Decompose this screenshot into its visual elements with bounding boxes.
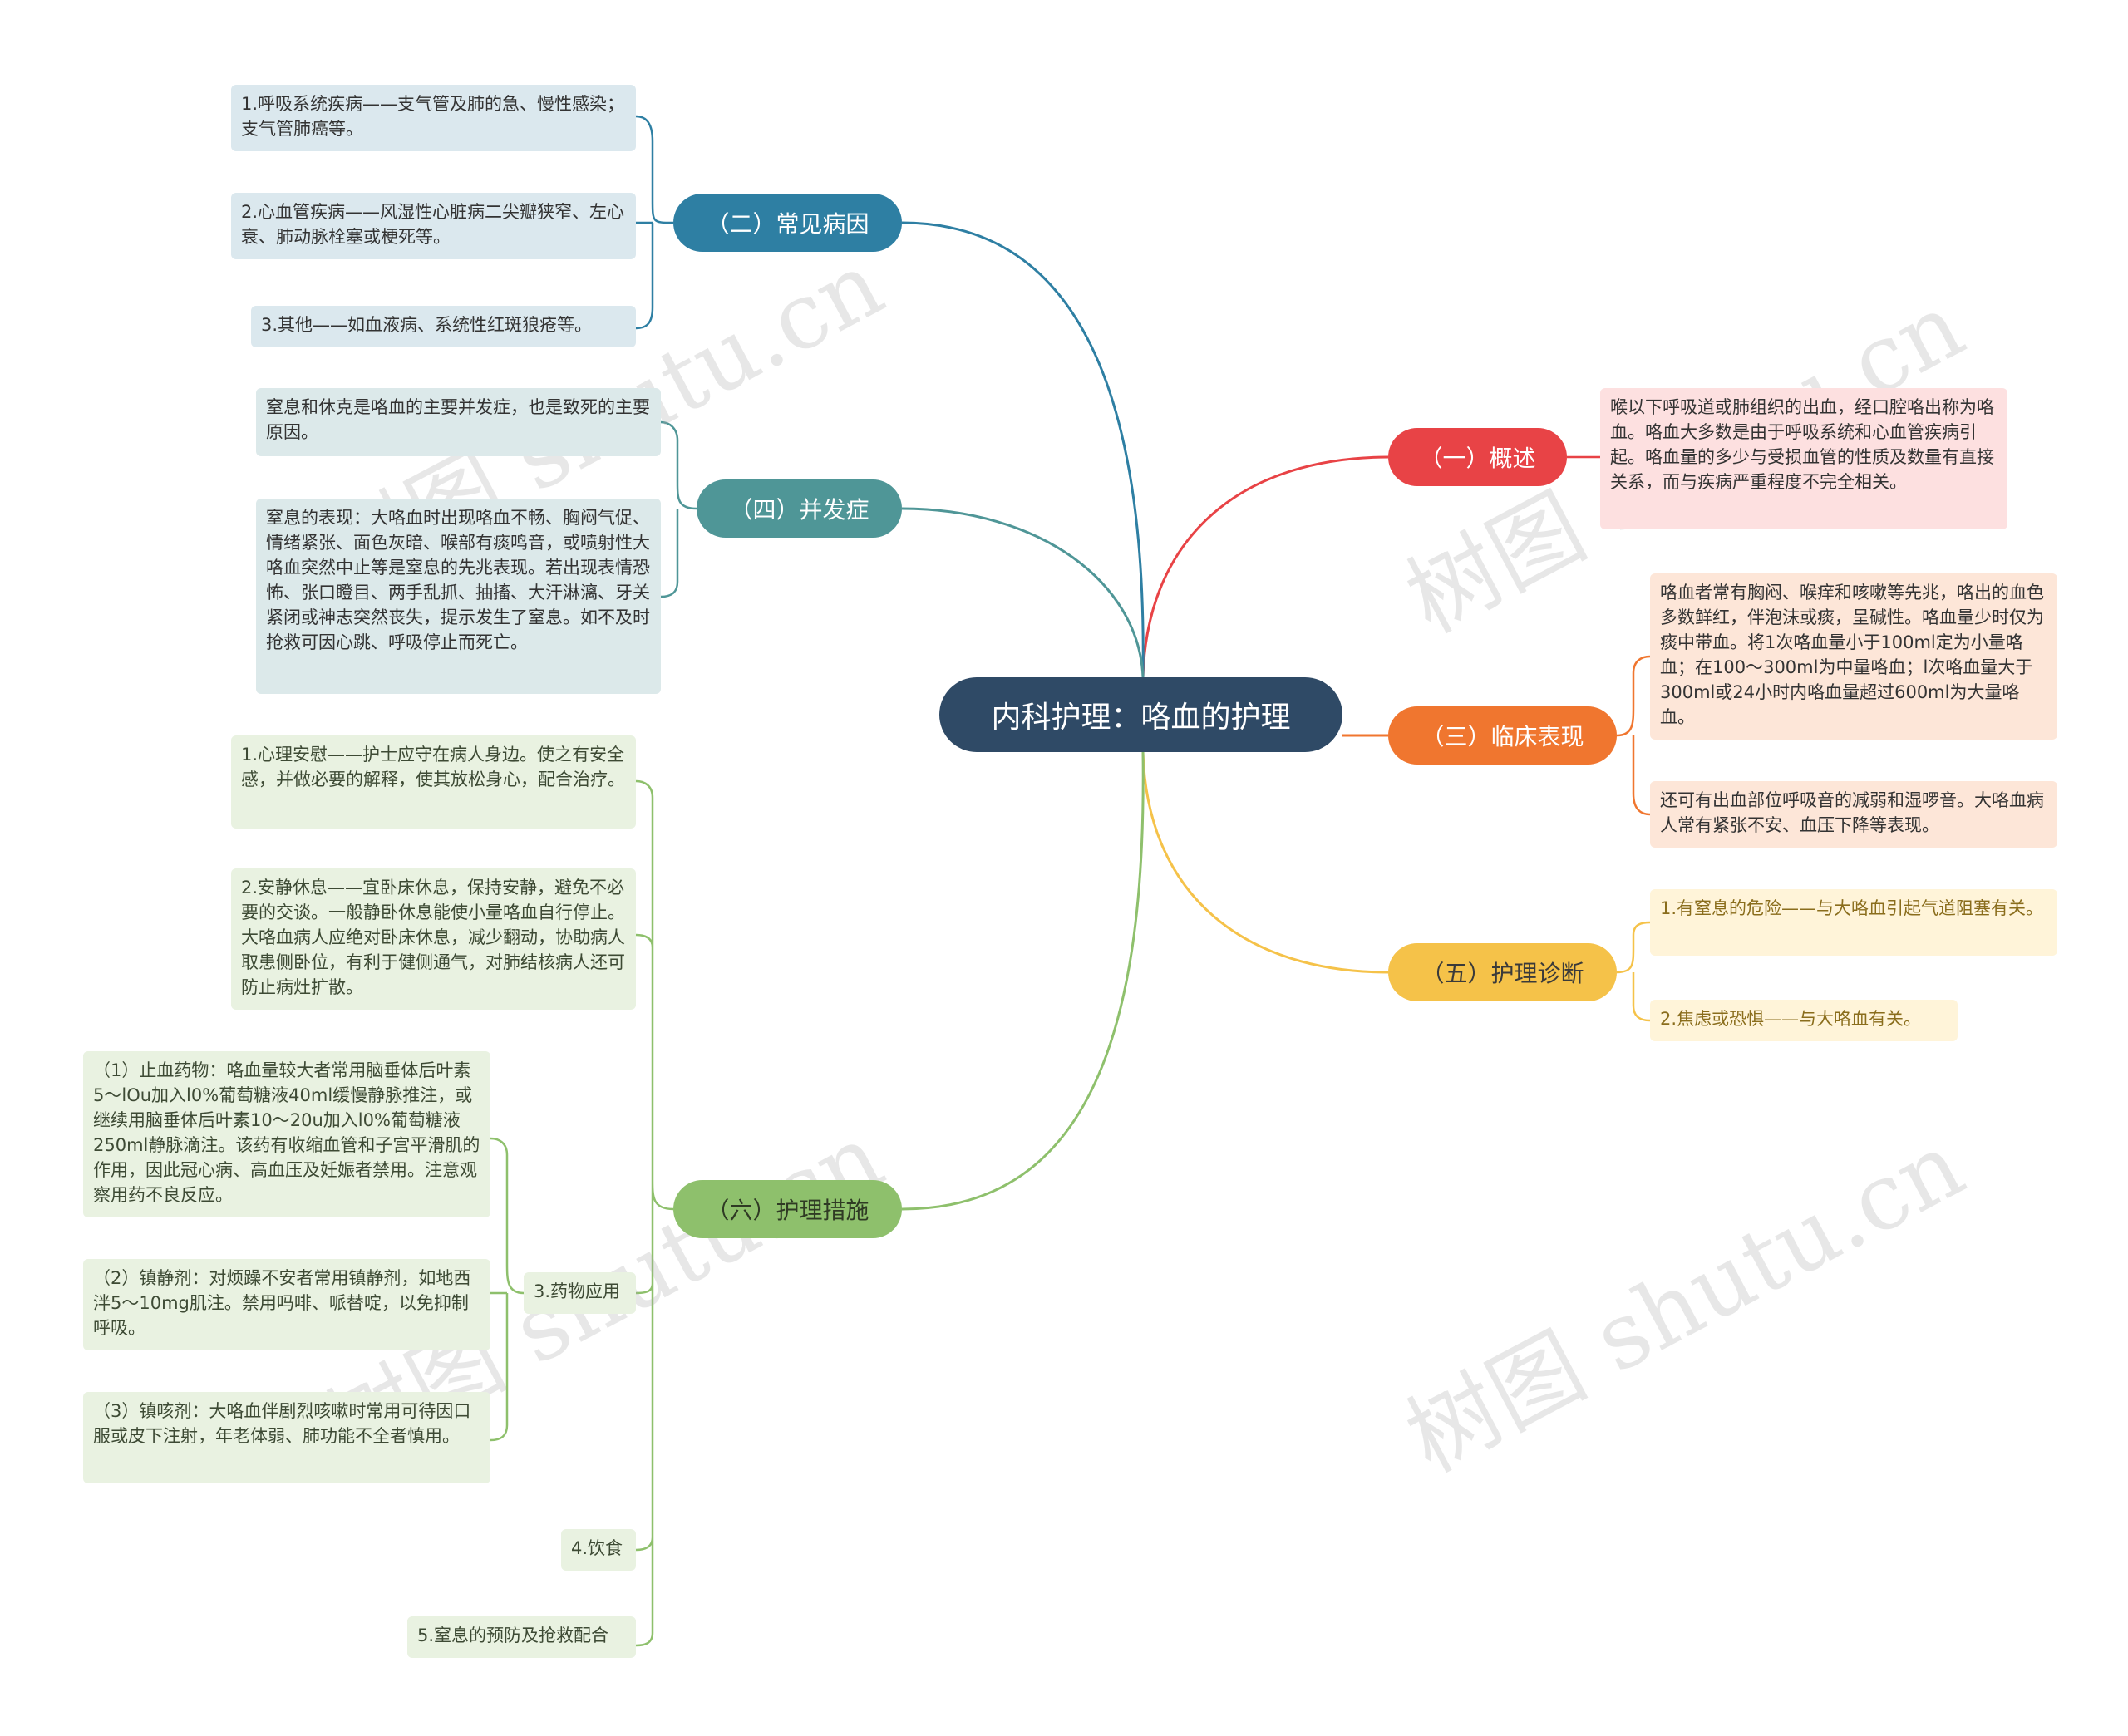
link-root-complications: [901, 507, 1145, 678]
root-topic[interactable]: 内科护理：咯血的护理: [939, 677, 1342, 752]
link-complications-items: [660, 420, 697, 598]
drugs-item-2: （2）镇静剂：对烦躁不安者常用镇静剂，如地西泮5～10mg肌注。禁用吗啡、哌替啶…: [83, 1259, 490, 1350]
diagnosis-item-1: 1.有窒息的危险——与大咯血引起气道阻塞有关。: [1650, 889, 2057, 956]
causes-item-3: 3.其他——如血液病、系统性红斑狼疮等。: [251, 306, 636, 347]
link-drugs-items: [490, 1137, 525, 1442]
causes-item-2: 2.心血管疾病——风湿性心脏病二尖瓣狭窄、左心衰、肺动脉栓塞或梗死等。: [231, 193, 636, 259]
link-root-diagnosis: [1141, 751, 1389, 974]
branch-clinical[interactable]: （三）临床表现: [1388, 706, 1617, 765]
causes-item-1: 1.呼吸系统疾病——支气管及肺的急、慢性感染；支气管肺癌等。: [231, 85, 636, 151]
branch-measures[interactable]: （六）护理措施: [673, 1180, 902, 1238]
measures-item-5: 5.窒息的预防及抢救配合: [407, 1616, 636, 1658]
measures-item-2: 2.安静休息——宜卧床休息，保持安静，避免不必要的交谈。一般静卧休息能使小量咯血…: [231, 868, 636, 1010]
link-diagnosis-items: [1616, 921, 1651, 1022]
link-measures-items: [635, 779, 674, 1647]
clinical-item-1: 咯血者常有胸闷、喉痒和咳嗽等先兆，咯出的血色多数鲜红，伴泡沫或痰，呈碱性。咯血量…: [1650, 573, 2057, 740]
branch-complications[interactable]: （四）并发症: [697, 479, 902, 538]
branch-causes[interactable]: （二）常见病因: [673, 194, 902, 252]
drugs-item-1: （1）止血药物：咯血量较大者常用脑垂体后叶素5～lOu加入l0%葡萄糖液40ml…: [83, 1051, 490, 1217]
overview-text: 喉以下呼吸道或肺组织的出血，经口腔咯出称为咯血。咯血大多数是由于呼吸系统和心血管…: [1600, 388, 2007, 529]
complications-item-2: 窒息的表现：大咯血时出现咯血不畅、胸闷气促、情绪紧张、面色灰暗、喉部有痰鸣音，或…: [256, 499, 661, 694]
measures-item-4: 4.饮食: [561, 1529, 636, 1571]
link-root-causes: [901, 221, 1145, 678]
clinical-item-2: 还可有出血部位呼吸音的减弱和湿啰音。大咯血病人常有紧张不安、血压下降等表现。: [1650, 781, 2057, 848]
link-root-measures: [901, 751, 1145, 1211]
complications-item-1: 窒息和休克是咯血的主要并发症，也是致死的主要原因。: [256, 388, 661, 456]
branch-overview[interactable]: （一）概述: [1388, 428, 1567, 486]
link-root-overview: [1141, 455, 1389, 678]
branch-diagnosis[interactable]: （五）护理诊断: [1388, 943, 1617, 1001]
measures-item-1: 1.心理安慰——护士应守在病人身边。使之有安全感，并做必要的解释，使其放松身心，…: [231, 735, 636, 829]
link-causes-items: [635, 115, 674, 330]
drugs-item-3: （3）镇咳剂：大咯血伴剧烈咳嗽时常用可待因口服或皮下注射，年老体弱、肺功能不全者…: [83, 1392, 490, 1483]
measures-item-3: 3.药物应用: [524, 1272, 636, 1314]
diagnosis-item-2: 2.焦虑或恐惧——与大咯血有关。: [1650, 1000, 1958, 1041]
link-clinical-items: [1616, 655, 1651, 816]
